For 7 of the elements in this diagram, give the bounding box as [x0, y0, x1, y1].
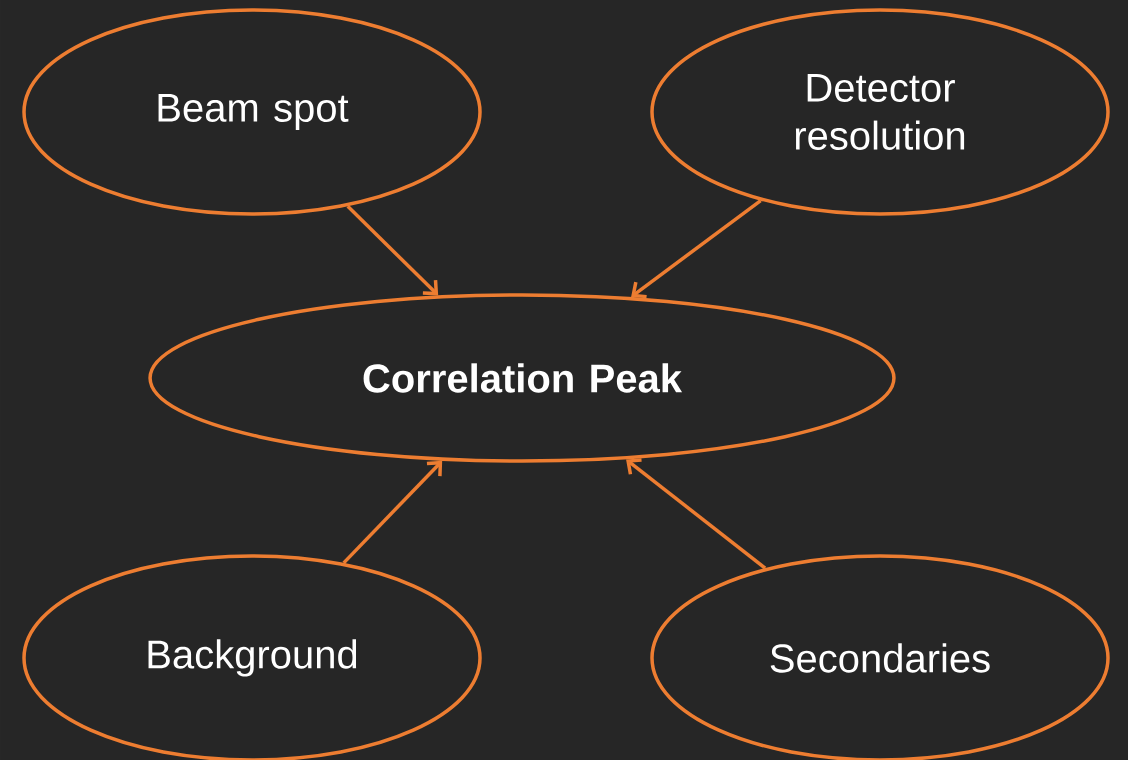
arrow — [346, 205, 439, 296]
arrow — [342, 460, 443, 565]
arrow — [631, 199, 762, 299]
ellipse-node: Correlation Peak — [148, 293, 896, 463]
arrow — [626, 458, 767, 570]
ellipse-node: Detector resolution — [650, 8, 1110, 216]
ellipse-node: Beam spot — [22, 8, 482, 216]
